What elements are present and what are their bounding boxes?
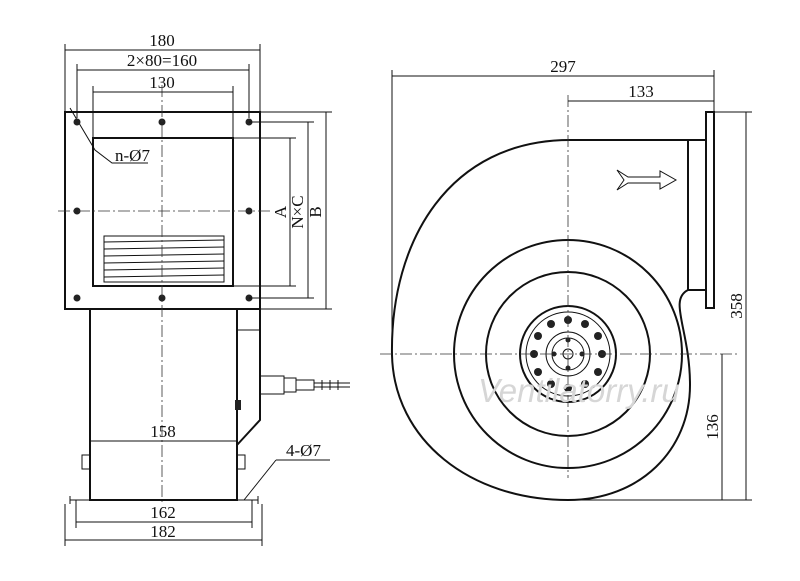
flange-inner	[92, 137, 234, 287]
impeller-blades	[103, 235, 225, 283]
dim-base-width: 182	[150, 522, 176, 541]
dim-outlet-offset: 133	[628, 82, 654, 101]
dim-overall-height: 358	[727, 293, 746, 319]
front-bottom-dimensions: 158 4-Ø7 162 182	[64, 422, 330, 546]
dim-outer-height: B	[306, 206, 325, 217]
dim-overall-length: 297	[550, 57, 576, 76]
flange-bolt-holes	[73, 118, 253, 302]
front-view: 180 2×80=160 130 n-Ø7 A N×C B	[58, 31, 350, 546]
front-top-dimensions: 180 2×80=160 130	[64, 31, 261, 138]
dim-opening-width: 130	[149, 73, 175, 92]
dim-foot-holes: 4-Ø7	[286, 441, 321, 460]
dim-pitch: N×C	[288, 195, 307, 228]
watermark: Ventilatorry.ru	[478, 372, 680, 409]
housing-body	[69, 308, 350, 504]
dim-overall-width: 180	[149, 31, 175, 50]
side-right-dimensions: 358 136	[568, 111, 752, 501]
dim-bolt-spacing: 2×80=160	[127, 51, 197, 70]
side-top-dimensions: 297 133	[391, 57, 715, 340]
airflow-arrow-icon	[616, 169, 678, 191]
outlet-flange	[705, 111, 715, 309]
flange-hole-leader	[69, 107, 148, 164]
flange-outer	[64, 111, 261, 310]
dim-foot-spacing: 162	[150, 503, 176, 522]
dim-axis-height: 136	[703, 414, 722, 440]
dim-inner-height: A	[271, 205, 290, 218]
dim-flange-holes: n-Ø7	[115, 146, 150, 165]
rotor-holes	[530, 316, 606, 392]
dim-body-width: 158	[150, 422, 176, 441]
volute-housing	[390, 139, 692, 502]
front-right-dimensions: A N×C B	[233, 111, 332, 310]
side-view: 297 133 358 136	[380, 57, 752, 502]
